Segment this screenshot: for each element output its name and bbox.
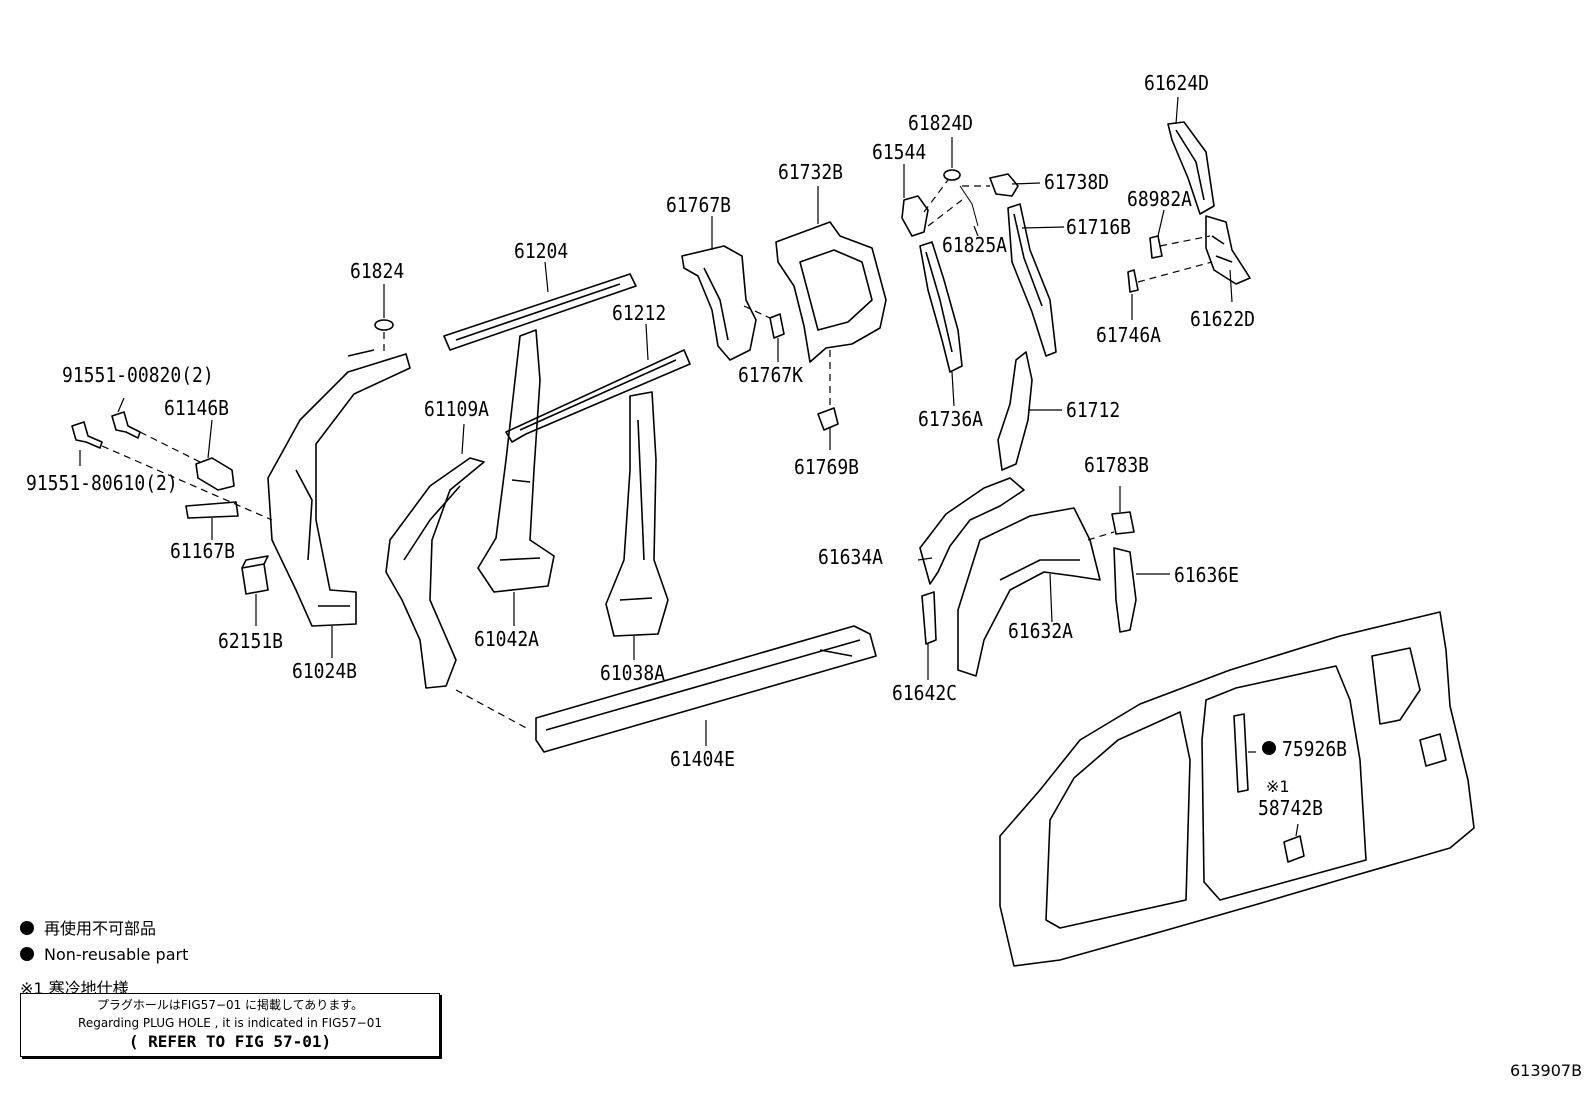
part-61716B [1007,203,1057,357]
label-61824D[interactable]: 61824D [908,111,974,135]
label-61783B[interactable]: 61783B [1084,453,1150,477]
label-61167B[interactable]: 61167B [170,539,236,563]
part-61767K [769,313,785,339]
label-61746A[interactable]: 61746A [1096,323,1162,347]
part-61824D [943,169,961,181]
label-61634A[interactable]: 61634A [818,545,884,569]
legend-jp-non-reusable: 再使用不可部品 [20,920,156,938]
label-61825A[interactable]: 61825A [942,233,1008,257]
label-61024B[interactable]: 61024B [292,659,358,683]
label-61038A[interactable]: 61038A [600,661,666,685]
part-61738D [989,173,1019,197]
bullet-dot-icon [20,921,34,935]
label-61544[interactable]: 61544 [872,140,927,164]
body-fuel-lid [1419,733,1447,767]
bolt-91551-00820 [111,411,141,439]
label-61767K[interactable]: 61767K [738,363,804,387]
part-61732B [775,221,887,363]
part-61167B [185,501,239,519]
part-61544 [901,195,929,237]
label-75926B[interactable]: 75926B [1282,737,1348,761]
label-61146B[interactable]: 61146B [164,396,230,420]
part-61038A [605,391,669,637]
leader-lines [79,96,1299,837]
label-61736A[interactable]: 61736A [918,407,984,431]
label-61212[interactable]: 61212 [612,301,667,325]
label-61109A[interactable]: 61109A [424,397,490,421]
body-quarter-window [1371,647,1421,725]
part-61825A [959,185,979,227]
legend-en-non-reusable: Non-reusable part [20,946,188,964]
part-61634A [919,477,1025,585]
label-61042A[interactable]: 61042A [474,627,540,651]
part-61767B [681,245,757,361]
part-61712 [997,351,1033,471]
part-61783B [1111,511,1135,535]
label-61712[interactable]: 61712 [1066,398,1121,422]
label-62151B[interactable]: 62151B [218,629,284,653]
notice-jp: プラグホールはFIG57−01 に掲載してあります。 [96,998,364,1012]
part-61636E [1113,547,1137,633]
part-61212 [505,349,691,443]
part-61769B [817,407,839,431]
label-91551-00820[interactable]: 91551-00820(2) [62,363,214,387]
part-61622D [1205,215,1251,285]
part-61404E [535,625,877,753]
part-61204 [443,273,637,351]
cold-spec-mark: ※1 [1266,777,1290,796]
body-front-door-opening [1045,711,1191,929]
part-body-side-outer [999,611,1475,967]
part-75926B [1233,713,1249,793]
part-61632A [957,507,1101,677]
label-61404E[interactable]: 61404E [670,747,736,771]
label-91551-80610[interactable]: 91551-80610(2) [26,471,178,495]
label-61824[interactable]: 61824 [350,259,405,283]
label-61716B[interactable]: 61716B [1066,215,1132,239]
body-rear-door-opening [1201,665,1367,901]
label-61769B[interactable]: 61769B [794,455,860,479]
notice-en: Regarding PLUG HOLE , it is indicated in… [78,1016,382,1030]
part-62151B [241,555,269,595]
assembly-lines [101,179,1213,731]
label-61642C[interactable]: 61642C [892,681,958,705]
part-61642C [921,591,937,645]
non-reusable-dot [1262,740,1286,758]
part-58742B [1283,835,1305,863]
part-68982A [1149,235,1163,259]
plug-hole-notice: プラグホールはFIG57−01 に掲載してあります。 Regarding PLU… [20,993,440,1057]
part-61146B [195,457,235,491]
part-61746A [1127,269,1139,293]
part-61736A [919,241,963,373]
label-61767B[interactable]: 61767B [666,193,732,217]
part-61024B [267,349,411,627]
label-68982A[interactable]: 68982A [1127,187,1193,211]
label-61204[interactable]: 61204 [514,239,569,263]
part-61824 [374,319,394,331]
label-61632A[interactable]: 61632A [1008,619,1074,643]
part-61624D [1167,121,1215,215]
label-61732B[interactable]: 61732B [778,160,844,184]
notice-refer-link[interactable]: ( REFER TO FIG 57-01) [128,1032,332,1051]
part-61109A [385,457,485,689]
figure-id: 613907B [1510,1061,1583,1080]
label-61624D[interactable]: 61624D [1144,71,1210,95]
label-61636E[interactable]: 61636E [1174,563,1240,587]
bullet-dot-icon [20,947,34,961]
label-61622D[interactable]: 61622D [1190,307,1256,331]
bolt-91551-80610 [71,421,103,449]
label-61738D[interactable]: 61738D [1044,170,1110,194]
label-58742B[interactable]: 58742B [1258,796,1324,820]
part-61042A [477,329,555,593]
